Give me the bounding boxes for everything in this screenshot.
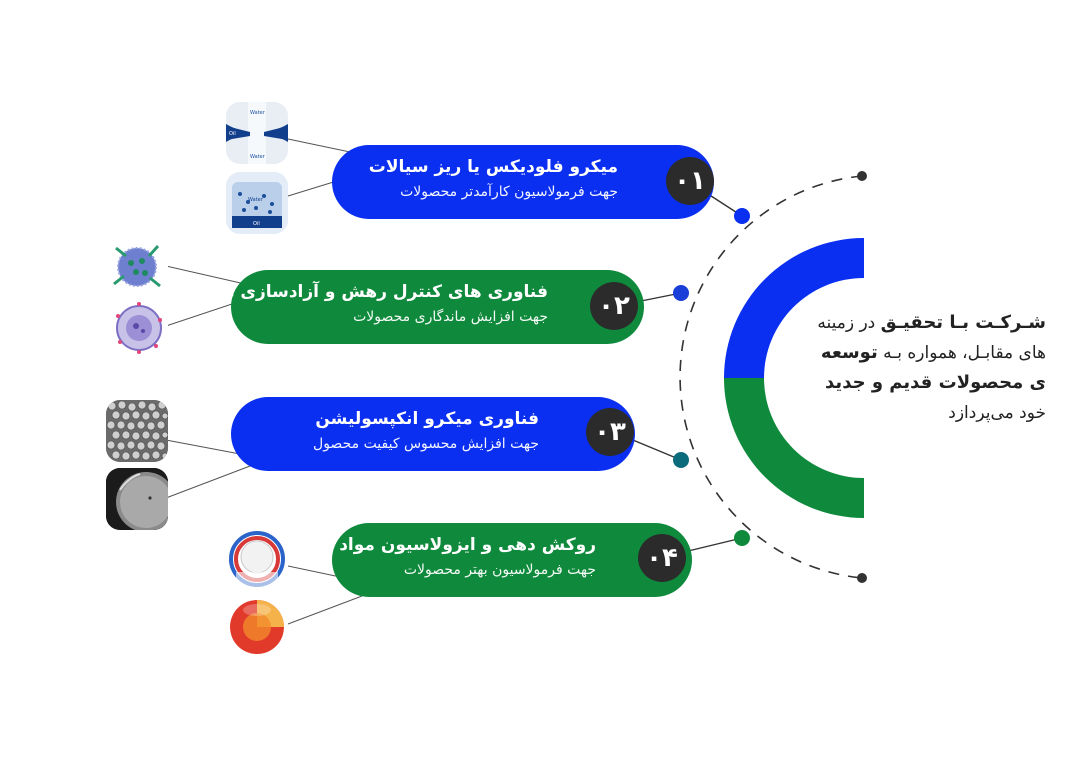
arc-dot-4 (734, 530, 750, 546)
item-subtitle: جهت فرمولاسیون کارآمدتر محصولات (400, 184, 618, 200)
liposome-image (106, 296, 168, 358)
thumb-connector (287, 595, 363, 625)
item-number-3: ۰۳ (586, 408, 634, 456)
thumb-connector (287, 179, 341, 197)
statement-text-1: در زمینه های مقابـل، همواره بـه (817, 313, 1046, 363)
item-number-4: ۰۴ (638, 534, 686, 582)
statement-text-2: خود می‌پردازد (948, 403, 1046, 423)
arc-dot-1 (734, 208, 750, 224)
microcapsule-closeup-image (106, 468, 168, 530)
item-pill-3: فناوری میکرو انکپسولیشن جهت افزایش محسوس… (231, 397, 635, 471)
core-shell-sphere-image (226, 596, 288, 658)
item-subtitle: جهت فرمولاسیون بهتر محصولات (403, 562, 596, 578)
thumb-connector (165, 301, 239, 327)
item-title: فناوری میکرو انکپسولیشن (315, 409, 539, 429)
dashed-arc (679, 175, 863, 579)
company-statement: شـرکـت بـا تحقیـق در زمینه های مقابـل، ه… (800, 308, 1046, 428)
oil-label: Oil (253, 221, 260, 227)
item-title: میکرو فلودیکس یا ریز سیالات (368, 157, 618, 177)
nanoparticle-image (106, 236, 168, 298)
oil-label: Oil (229, 131, 236, 137)
item-subtitle: جهت افزایش محسوس کیفیت محصول (313, 436, 539, 452)
arc-end-dot-bottom (857, 573, 867, 583)
water-label: Water (250, 154, 266, 160)
arc-dot-3 (673, 452, 689, 468)
microcapsule-sem-image (106, 400, 168, 462)
half-ring-green (724, 378, 864, 518)
microfluidic-channel-image: Water Water Oil (226, 102, 288, 164)
item-subtitle: جهت افزایش ماندگاری محصولات (353, 309, 548, 325)
water-label: Water (248, 197, 264, 203)
item-title: روکش دهی و ایزولاسیون مواد اولیه (293, 535, 596, 555)
item-pill-1: میکرو فلودیکس یا ریز سیالات جهت فرمولاسی… (332, 145, 714, 219)
connector-line (683, 537, 743, 553)
statement-bold-2: توسعه ی محصولات قدیم و جدید (820, 342, 1046, 393)
item-pill-4: روکش دهی و ایزولاسیون مواد اولیه جهت فرم… (293, 523, 692, 597)
arc-end-dot-top (857, 171, 867, 181)
item-number-1: ۰۱ (666, 157, 714, 205)
item-title: فناوری های کنترل رهش و آزادسازی هسته (188, 282, 548, 302)
statement-bold-1: شـرکـت بـا تحقیـق (880, 312, 1046, 333)
item-pill-2: فناوری های کنترل رهش و آزادسازی هسته جهت… (188, 270, 644, 344)
water-label: Water (250, 110, 266, 116)
half-ring-blue (724, 238, 864, 378)
coated-particle-image (226, 528, 288, 590)
arc-dot-2 (673, 285, 689, 301)
connector-line (627, 437, 682, 461)
thumb-connector (287, 138, 351, 153)
microfluidic-droplet-image: Water Oil (226, 172, 288, 234)
thumb-connector (165, 265, 246, 285)
thumb-connector (165, 439, 241, 455)
thumb-connector (165, 465, 251, 499)
item-number-2: ۰۲ (590, 282, 638, 330)
